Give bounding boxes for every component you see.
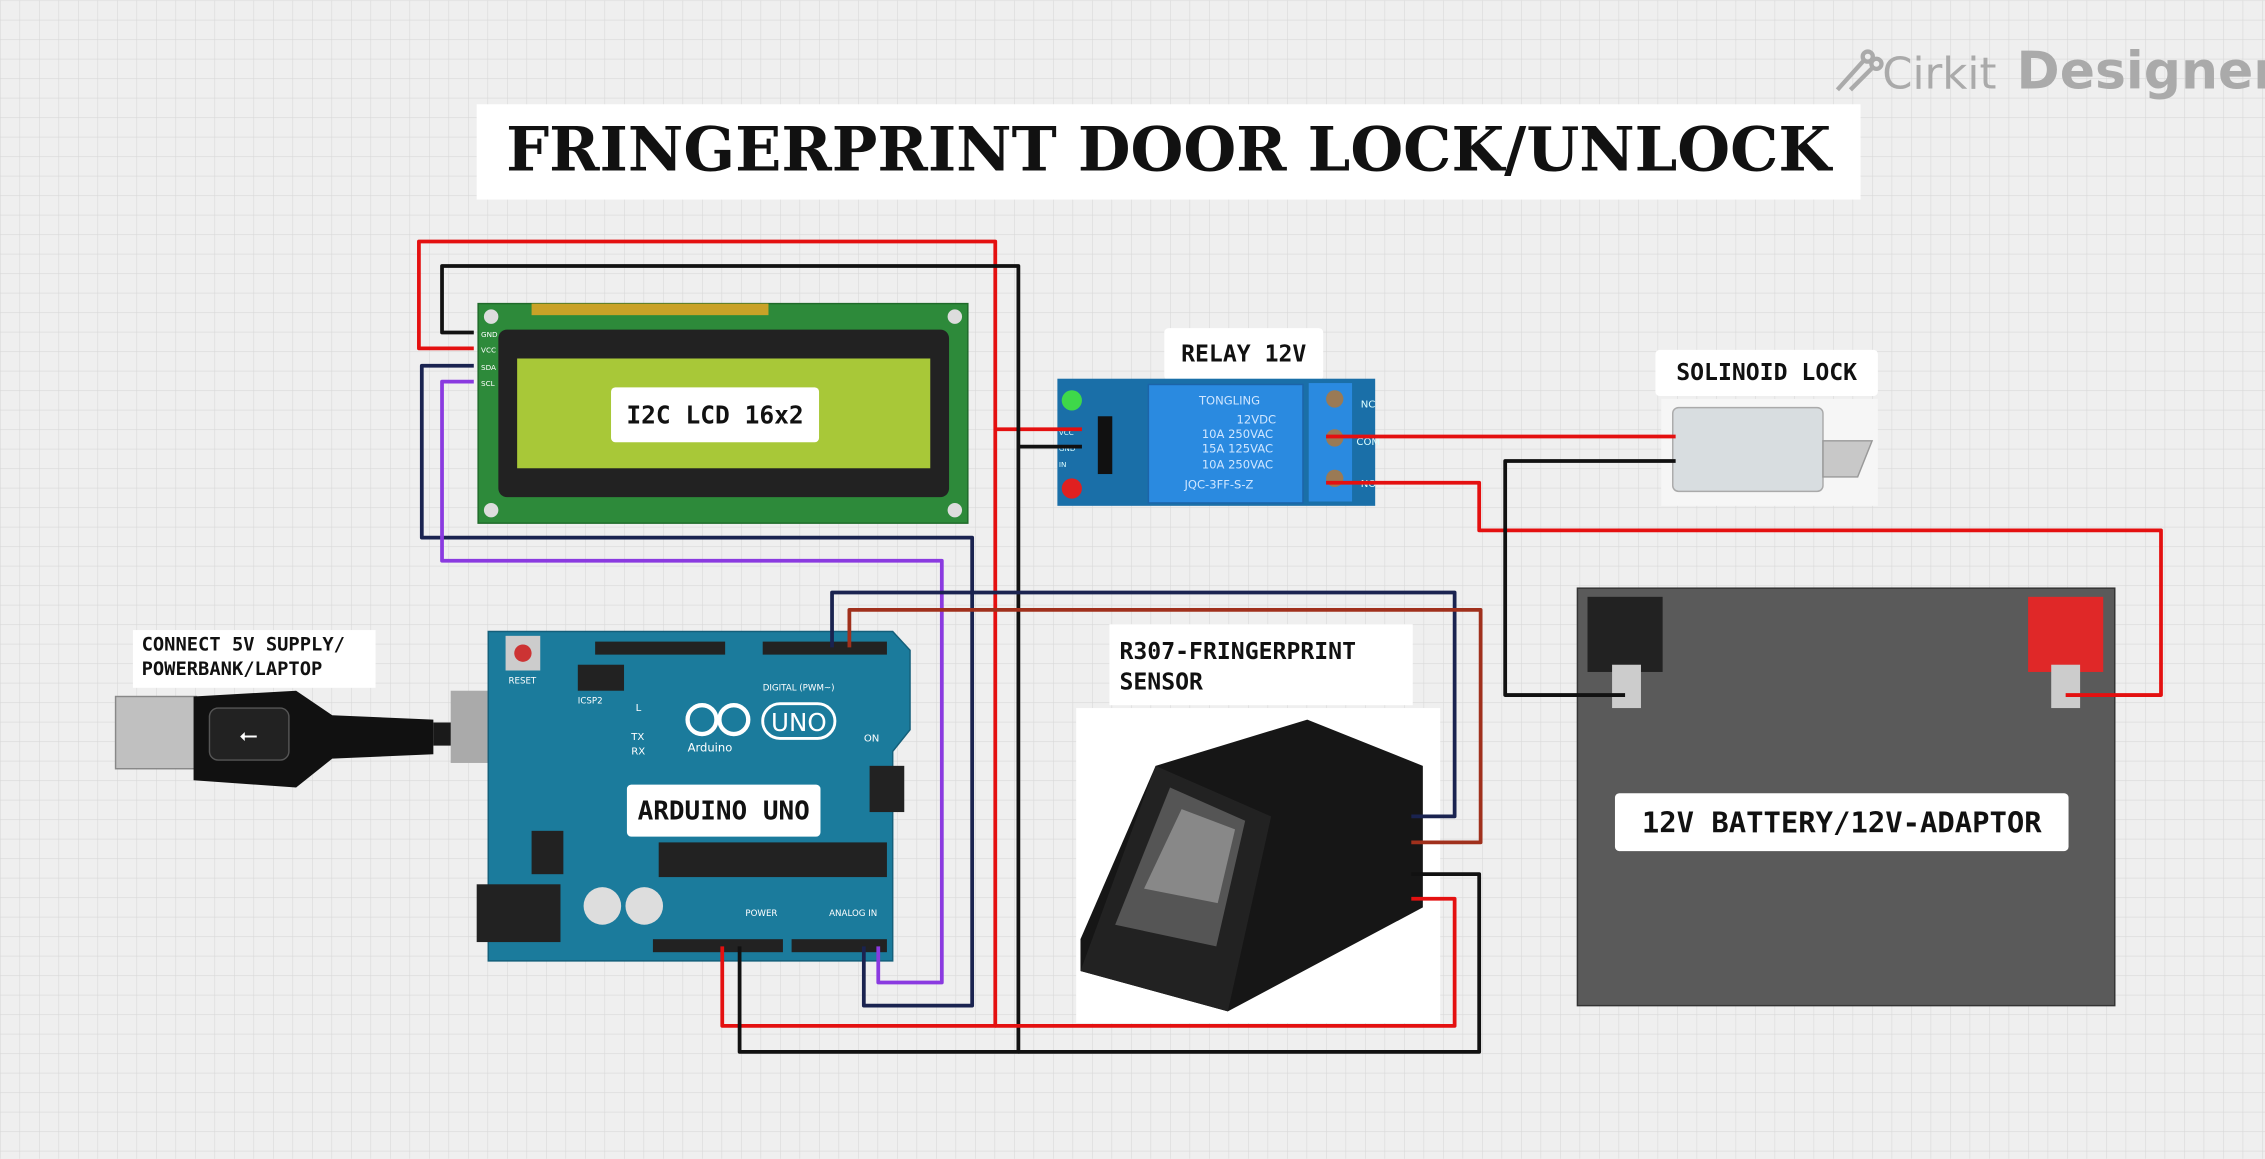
relay-module[interactable]: RELAY 12V TONGLING 12VDC 10A 250VAC 15A …	[1057, 328, 1380, 506]
relay-terminal-com: COM	[1356, 437, 1380, 448]
wire-navy-sda	[419, 363, 975, 1008]
wire-red-sensor-vcc	[995, 896, 1457, 1028]
wire-purple-scl	[440, 379, 944, 985]
digital-label: DIGITAL (PWM~)	[763, 684, 835, 694]
cirkit-designer-logo: Cirkit Designer	[1835, 41, 2265, 101]
battery-positive-terminal	[2028, 596, 2104, 672]
wires	[417, 239, 2163, 1054]
led-red	[1061, 478, 1082, 499]
brand-name-bold: Designer	[2017, 41, 2265, 101]
supply-label-line2: POWERBANK/LAPTOP	[142, 659, 323, 680]
lcd-pin-scl: SCL	[481, 379, 495, 388]
rx-label: RX	[631, 746, 645, 757]
analog-label: ANALOG IN	[829, 909, 877, 919]
wire-black-gnd	[440, 264, 1021, 1054]
l-led-label: L	[636, 703, 642, 714]
wire-red-no-battery	[1326, 480, 2163, 697]
sensor-label-line2: SENSOR	[1119, 669, 1203, 695]
solenoid-label: SOLINOID LOCK	[1676, 360, 1857, 386]
led-green	[1061, 390, 1082, 411]
relay-model: JQC-3FF-S-Z	[1184, 477, 1254, 491]
battery[interactable]: 12V BATTERY/12V-ADAPTOR	[1576, 587, 2116, 1007]
page-title: FRINGERPRINT DOOR LOCK/UNLOCK	[506, 115, 1833, 186]
tx-label: TX	[630, 732, 644, 743]
wire-brown-sensor-rx	[847, 607, 1483, 845]
relay-pin-vcc: VCC	[1059, 428, 1074, 437]
battery-negative-terminal	[1587, 596, 1663, 672]
lcd-pin-vcc: VCC	[481, 346, 496, 355]
arduino-label: ARDUINO UNO	[638, 796, 810, 826]
wire-navy-sensor-tx	[830, 590, 1457, 819]
sensor-label-line1: R307-FRINGERPRINT	[1119, 639, 1356, 665]
relay-terminal-nc: NC	[1361, 400, 1376, 411]
relay-rating-2: 15A 125VAC	[1202, 441, 1273, 455]
wire-black-sensor-gnd	[1018, 872, 1482, 1054]
relay-pin-in: IN	[1059, 460, 1067, 469]
circuit-logo-icon	[1835, 49, 1884, 92]
lcd-pin-gnd: GND	[481, 330, 498, 339]
relay-label: RELAY 12V	[1181, 341, 1306, 367]
on-led-label: ON	[864, 733, 880, 744]
reset-label: RESET	[508, 677, 536, 687]
relay-coil: 12VDC	[1237, 412, 1277, 426]
title-box	[476, 104, 1861, 200]
supply-label-line1: CONNECT 5V SUPPLY/	[142, 634, 345, 655]
fingerprint-sensor[interactable]: R307-FRINGERPRINT SENSOR	[1076, 624, 1441, 1023]
wire-red-5v	[417, 239, 998, 1028]
lcd-module[interactable]: GND VCC SDA SCL I2C LCD 16x2	[477, 302, 969, 524]
reset-button[interactable]	[514, 644, 532, 662]
relay-brand: TONGLING	[1198, 394, 1260, 408]
brand-name-light: Cirkit	[1882, 49, 1996, 99]
wire-black-solenoid-battery	[1503, 459, 1676, 697]
arduino-uno[interactable]: RESET ICSP2 DIGITAL (PWM~) L TX RX UNO A…	[476, 630, 911, 962]
usb-icon: ⭠	[239, 723, 258, 749]
arduino-infinity-logo	[685, 703, 751, 737]
battery-label: 12V BATTERY/12V-ADAPTOR	[1642, 805, 2042, 839]
uno-logo: UNO	[771, 708, 827, 737]
arduino-brand: Arduino	[688, 740, 733, 754]
relay-rating-3: 10A 250VAC	[1202, 457, 1273, 471]
relay-rating-1: 10A 250VAC	[1202, 427, 1273, 441]
solenoid-lock[interactable]: SOLINOID LOCK	[1655, 349, 1878, 506]
power-label: POWER	[745, 909, 777, 919]
lcd-pin-sda: SDA	[481, 363, 496, 372]
lcd-label: I2C LCD 16x2	[626, 400, 803, 429]
icsp2-label: ICSP2	[578, 697, 603, 707]
